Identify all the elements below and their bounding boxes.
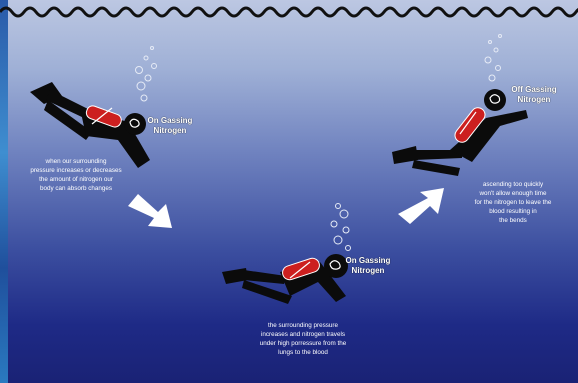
bubbles-3 <box>485 35 502 82</box>
bubbles-2 <box>331 204 351 251</box>
water-surface-wave <box>0 8 578 16</box>
diver-3-head <box>484 89 506 111</box>
arrow-down-right <box>128 194 172 228</box>
diver-1-label: On Gassing Nitrogen <box>140 116 200 136</box>
diver-3-label: Off Gassing Nitrogen <box>504 85 564 105</box>
diver-1 <box>30 82 150 168</box>
caption-right: ascending too quickly won't allow enough… <box>458 180 568 225</box>
caption-bottom: the surrounding pressure increases and n… <box>243 321 363 357</box>
diver-2-label: On Gassing Nitrogen <box>338 256 398 276</box>
diver-2 <box>222 254 348 304</box>
caption-left: when our surrounding pressure increases … <box>12 157 140 193</box>
arrow-up-right <box>398 188 444 224</box>
bubbles-1 <box>136 47 157 102</box>
